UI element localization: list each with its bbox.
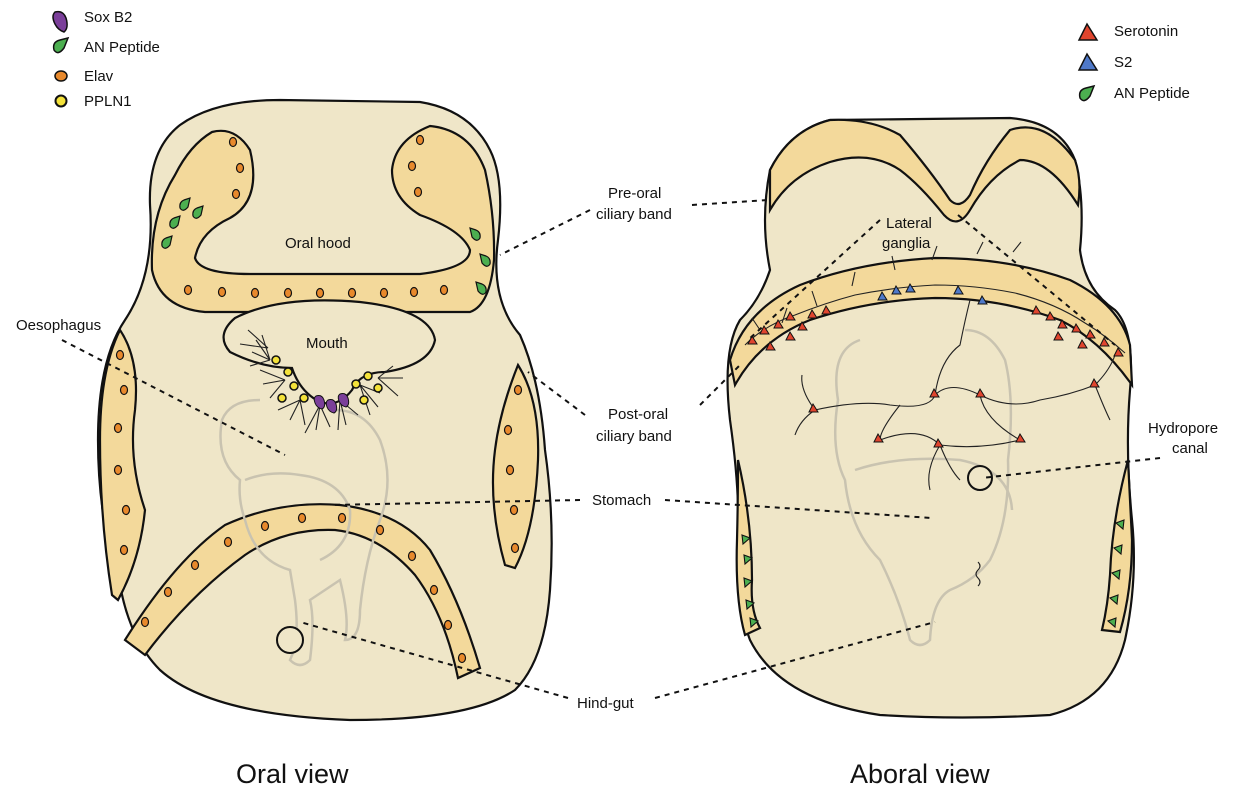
- legend-label-serotonin: Serotonin: [1114, 23, 1178, 40]
- ppln1-cell: [300, 394, 308, 402]
- elav-cell: [511, 506, 518, 515]
- oral-view-larva: Oral hood Mouth: [98, 100, 552, 720]
- ppln1-cell-icon: [56, 96, 67, 107]
- legend-label-an-peptide-left: AN Peptide: [84, 39, 160, 56]
- legend-item-s2: S2: [1079, 54, 1132, 71]
- an-peptide-cell-icon: [54, 38, 68, 53]
- elav-cell: [262, 522, 269, 531]
- label-stomach: Stomach: [592, 492, 651, 509]
- label-postoral-line2: ciliary band: [596, 428, 672, 445]
- label-hindgut: Hind-gut: [577, 695, 635, 712]
- label-oral-hood: Oral hood: [285, 235, 351, 252]
- elav-cell: [233, 190, 240, 199]
- legend-label-an-peptide-right: AN Peptide: [1114, 85, 1190, 102]
- elav-cell: [230, 138, 237, 147]
- label-hydropore-line2: canal: [1172, 440, 1208, 457]
- elav-cell: [512, 544, 519, 553]
- elav-cell: [185, 286, 192, 295]
- elav-cell: [417, 136, 424, 145]
- legend-right: Serotonin S2 AN Peptide: [1079, 23, 1190, 102]
- elav-cell: [415, 188, 422, 197]
- elav-cell: [445, 621, 452, 630]
- title-oral-view: Oral view: [236, 759, 349, 786]
- elav-cell: [459, 654, 466, 663]
- label-preoral-line1: Pre-oral: [608, 185, 661, 202]
- label-hydropore-line1: Hydropore: [1148, 420, 1218, 437]
- elav-cell: [117, 351, 124, 360]
- elav-cell: [142, 618, 149, 627]
- legend-item-an-peptide-left: AN Peptide: [54, 38, 160, 56]
- elav-cell: [339, 514, 346, 523]
- aboral-view-larva: [728, 118, 1134, 718]
- elav-cell: [115, 424, 122, 433]
- elav-cell: [377, 526, 384, 535]
- legend-left: Sox B2 AN Peptide Elav PPLN1: [53, 9, 160, 110]
- elav-cell: [225, 538, 232, 547]
- elav-cell: [381, 289, 388, 298]
- elav-cell: [121, 386, 128, 395]
- an-peptide-cell-icon: [1080, 86, 1094, 101]
- elav-cell: [285, 289, 292, 298]
- elav-cell: [505, 426, 512, 435]
- legend-item-sox-b2: Sox B2: [53, 9, 132, 32]
- legend-label-s2: S2: [1114, 54, 1132, 71]
- ppln1-cell: [272, 356, 280, 364]
- elav-cell: [431, 586, 438, 595]
- serotonin-cell-icon: [1079, 24, 1097, 40]
- elav-cell: [349, 289, 356, 298]
- elav-cell: [121, 546, 128, 555]
- legend-label-elav: Elav: [84, 68, 114, 85]
- legend-label-sox-b2: Sox B2: [84, 9, 132, 26]
- label-postoral-line1: Post-oral: [608, 406, 668, 423]
- elav-cell: [237, 164, 244, 173]
- elav-cell: [192, 561, 199, 570]
- elav-cell: [252, 289, 259, 298]
- elav-cell: [409, 162, 416, 171]
- elav-cell: [299, 514, 306, 523]
- ppln1-cell: [360, 396, 368, 404]
- label-preoral-line2: ciliary band: [596, 206, 672, 223]
- label-mouth: Mouth: [306, 335, 348, 352]
- elav-cell: [409, 552, 416, 561]
- legend-item-an-peptide-right: AN Peptide: [1080, 85, 1190, 102]
- ppln1-cell: [278, 394, 286, 402]
- elav-cell: [165, 588, 172, 597]
- legend-label-ppln1: PPLN1: [84, 93, 132, 110]
- ppln1-cell: [352, 380, 360, 388]
- legend-item-elav: Elav: [55, 68, 114, 85]
- s2-cell-icon: [1079, 54, 1097, 70]
- elav-cell: [123, 506, 130, 515]
- title-aboral-view: Aboral view: [850, 759, 990, 786]
- elav-cell: [411, 288, 418, 297]
- leader-preoral-right: [692, 200, 768, 205]
- elav-cell: [115, 466, 122, 475]
- ppln1-cell: [284, 368, 292, 376]
- leader-preoral-left: [500, 210, 590, 255]
- ppln1-cell: [290, 382, 298, 390]
- elav-cell: [317, 289, 324, 298]
- elav-cell: [441, 286, 448, 295]
- ppln1-cell: [364, 372, 372, 380]
- elav-cell: [507, 466, 514, 475]
- legend-item-ppln1: PPLN1: [56, 93, 132, 110]
- elav-cell: [219, 288, 226, 297]
- label-lateral-line2: ganglia: [882, 235, 931, 252]
- elav-cell-icon: [55, 71, 67, 81]
- legend-item-serotonin: Serotonin: [1079, 23, 1178, 40]
- oral-anus: [277, 627, 303, 653]
- sox-b2-cell-icon: [53, 12, 67, 32]
- label-lateral-line1: Lateral: [886, 215, 932, 232]
- ppln1-cell: [374, 384, 382, 392]
- elav-cell: [515, 386, 522, 395]
- label-oesophagus: Oesophagus: [16, 317, 101, 334]
